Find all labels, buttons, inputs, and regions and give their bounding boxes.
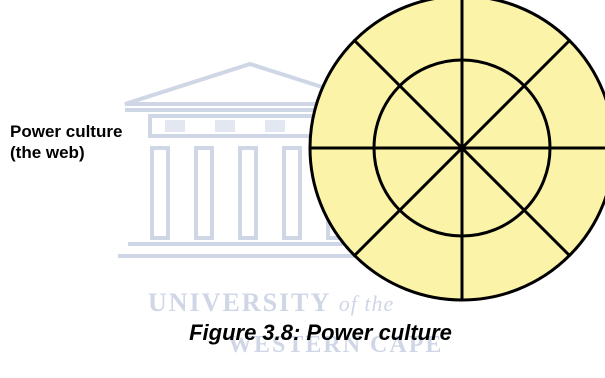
side-label-line2: (the web) [10,143,85,162]
web-center-dot [458,144,466,152]
watermark-university-text: UNIVERSITY of the [148,288,394,318]
figure-caption-text: Figure 3.8: Power culture [189,320,452,345]
watermark-university-main: UNIVERSITY [148,288,331,317]
watermark-of-the: of the [338,291,395,316]
side-label-line1: Power culture [10,122,123,141]
watermark-western-cape-text: WESTERN CAPE [228,332,444,358]
figure-caption: Figure 3.8: Power culture [0,320,605,346]
diagram-side-label: Power culture (the web) [10,121,122,163]
